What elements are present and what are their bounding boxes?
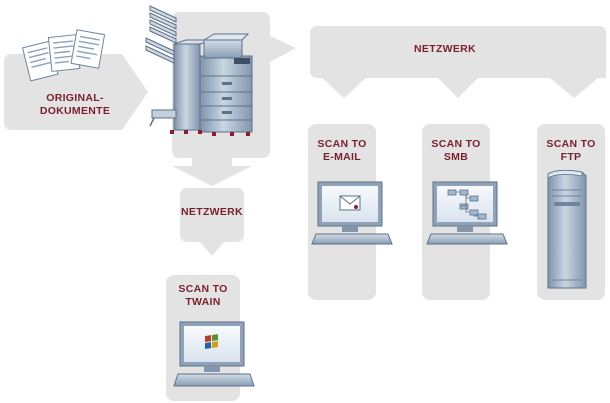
originals-label-line2: DOKUMENTE (39, 105, 111, 117)
document-stack-icon (21, 29, 106, 82)
windows-logo-icon (205, 334, 218, 349)
twain-label-line1: SCAN TO (178, 283, 228, 295)
smb-monitor-icon (426, 181, 508, 245)
network-left-box-shape (180, 188, 244, 256)
twain-label-line2: TWAIN (185, 296, 221, 308)
email-label: SCAN TO E-MAIL (308, 138, 376, 164)
twain-label: SCAN TO TWAIN (166, 283, 240, 309)
ftp-label-line1: SCAN TO (546, 138, 596, 150)
email-monitor-icon (311, 181, 393, 245)
network-top-bar-shape (310, 26, 606, 98)
network-top-label: NETZWERK (414, 43, 476, 55)
originals-label-line1: ORIGINAL- (46, 92, 104, 104)
ftp-label: SCAN TO FTP (537, 138, 605, 164)
network-left-label: NETZWERK (181, 206, 243, 218)
smb-label-line1: SCAN TO (431, 138, 481, 150)
twain-monitor-icon (173, 321, 255, 387)
email-label-line1: SCAN TO (317, 138, 367, 150)
ftp-server-icon (547, 169, 587, 289)
smb-label-line2: SMB (443, 151, 469, 163)
smb-label: SCAN TO SMB (422, 138, 490, 164)
multifunction-printer-icon (145, 5, 253, 136)
originals-label: ORIGINAL- DOKUMENTE (30, 92, 120, 118)
email-label-line2: E-MAIL (323, 151, 361, 163)
ftp-label-line2: FTP (560, 151, 582, 163)
